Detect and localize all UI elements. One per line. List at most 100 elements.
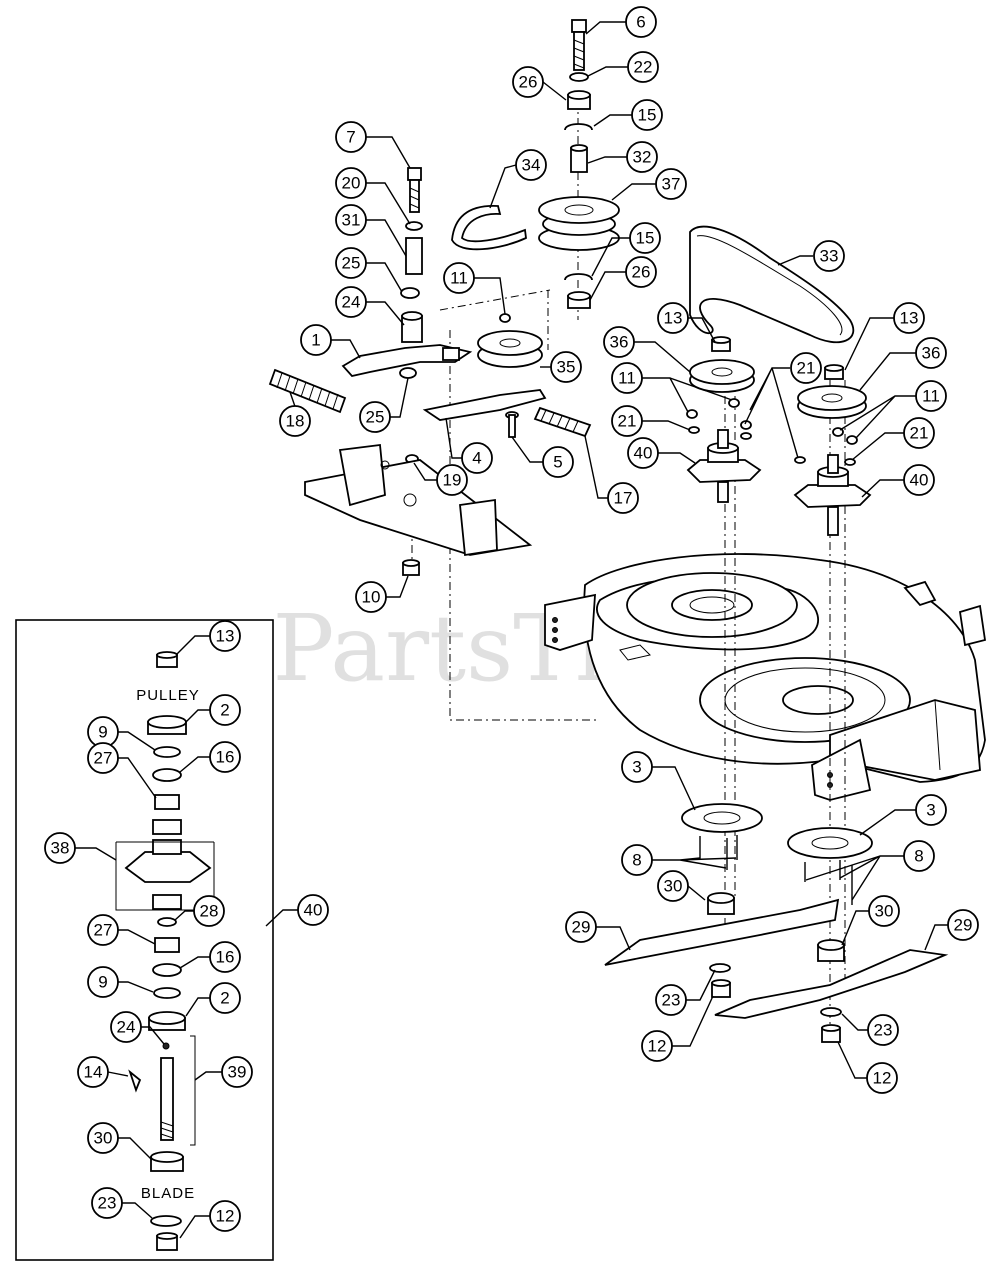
callout-circle	[87, 1122, 119, 1154]
washer-23-left	[709, 963, 731, 973]
callout-31: 31	[335, 204, 367, 236]
callout-number: 8	[632, 851, 641, 870]
blade-label: BLADE	[141, 1185, 195, 1202]
callout-circle	[44, 832, 76, 864]
callout-12: 12	[641, 1030, 673, 1062]
nut-12-left	[711, 979, 731, 998]
lock-washer-22	[569, 72, 589, 82]
callout-circle	[657, 302, 689, 334]
callout-17: 17	[607, 482, 639, 514]
callout-number: 25	[366, 408, 385, 427]
spring-18	[268, 368, 347, 414]
callout-23: 23	[91, 1187, 123, 1219]
callout-circle	[627, 437, 659, 469]
callout-circle	[542, 446, 574, 478]
inset-nut-12	[156, 1232, 178, 1251]
callout-number: 26	[632, 263, 651, 282]
inset-pulley-2	[147, 715, 187, 735]
callout-circle	[193, 895, 225, 927]
callout-8: 8	[903, 840, 935, 872]
callout-21: 21	[903, 417, 935, 449]
spindle-40-right	[793, 454, 872, 536]
callout-number: 37	[662, 175, 681, 194]
callout-number: 9	[98, 973, 107, 992]
callout-circle	[915, 337, 947, 369]
callout-32: 32	[626, 141, 658, 173]
callout-circle	[87, 742, 119, 774]
callout-26: 26	[625, 256, 657, 288]
callout-number: 12	[216, 1207, 235, 1226]
callout-3: 3	[915, 794, 947, 826]
nut-12-right	[821, 1024, 841, 1043]
callout-number: 17	[614, 489, 633, 508]
callout-circle	[110, 1011, 142, 1043]
callout-21: 21	[790, 352, 822, 384]
callout-number: 40	[634, 444, 653, 463]
bushing-25-bottom	[399, 367, 417, 379]
callout-number: 14	[84, 1063, 103, 1082]
double-pulley-37	[538, 196, 620, 251]
nut-13-right	[824, 364, 844, 380]
callout-circle	[335, 247, 367, 279]
callout-circle	[915, 380, 947, 412]
housing-bracket	[115, 841, 120, 911]
callout-27: 27	[87, 742, 119, 774]
callout-circle	[565, 911, 597, 943]
callout-number: 12	[873, 1069, 892, 1088]
callout-2: 2	[209, 694, 241, 726]
callout-number: 30	[94, 1129, 113, 1148]
callout-16: 16	[209, 741, 241, 773]
callout-number: 24	[117, 1018, 136, 1037]
spacer-30-left	[707, 892, 735, 915]
idler-pulley-35	[477, 330, 543, 368]
inset-spacer-28	[157, 917, 177, 927]
callout-22: 22	[627, 51, 659, 83]
callout-number: 15	[636, 229, 655, 248]
callout-16: 16	[209, 941, 241, 973]
callout-number: 13	[664, 309, 683, 328]
callout-9: 9	[87, 966, 119, 998]
idler-bolt-6	[571, 19, 587, 71]
callout-circle	[657, 870, 689, 902]
callout-number: 2	[220, 701, 229, 720]
callout-circle	[626, 141, 658, 173]
callout-circle	[335, 121, 367, 153]
callout-number: 19	[443, 471, 462, 490]
callout-circle	[790, 352, 822, 384]
callout-circle	[436, 464, 468, 496]
callout-21: 21	[611, 405, 643, 437]
callout-circle	[893, 302, 925, 334]
callout-circle	[621, 751, 653, 783]
washer-20	[405, 221, 423, 231]
callout-number: 18	[286, 412, 305, 431]
pulley-36-right	[797, 385, 867, 419]
callout-6: 6	[625, 6, 657, 38]
callout-23: 23	[867, 1014, 899, 1046]
callout-13: 13	[893, 302, 925, 334]
callout-number: 40	[910, 471, 929, 490]
spacer-31	[405, 237, 423, 275]
callout-circle	[621, 844, 653, 876]
callout-12: 12	[866, 1062, 898, 1094]
callout-5: 5	[542, 446, 574, 478]
callout-15: 15	[631, 99, 663, 131]
plate-3-right	[787, 827, 873, 859]
callout-circle	[300, 324, 332, 356]
callout-13: 13	[209, 620, 241, 652]
callout-number: 39	[228, 1063, 247, 1082]
callout-number: 25	[342, 254, 361, 273]
inset-pulley-2-bottom	[148, 1011, 186, 1031]
spring-17	[533, 406, 592, 438]
callout-11: 11	[443, 262, 475, 294]
callout-15: 15	[629, 222, 661, 254]
belt-guide-34	[451, 205, 527, 251]
callout-number: 13	[216, 627, 235, 646]
callout-circle	[607, 482, 639, 514]
callout-38: 38	[44, 832, 76, 864]
blade-29-left	[604, 898, 840, 966]
callout-25: 25	[359, 401, 391, 433]
plate-3-left	[681, 803, 763, 833]
callout-number: 20	[342, 174, 361, 193]
